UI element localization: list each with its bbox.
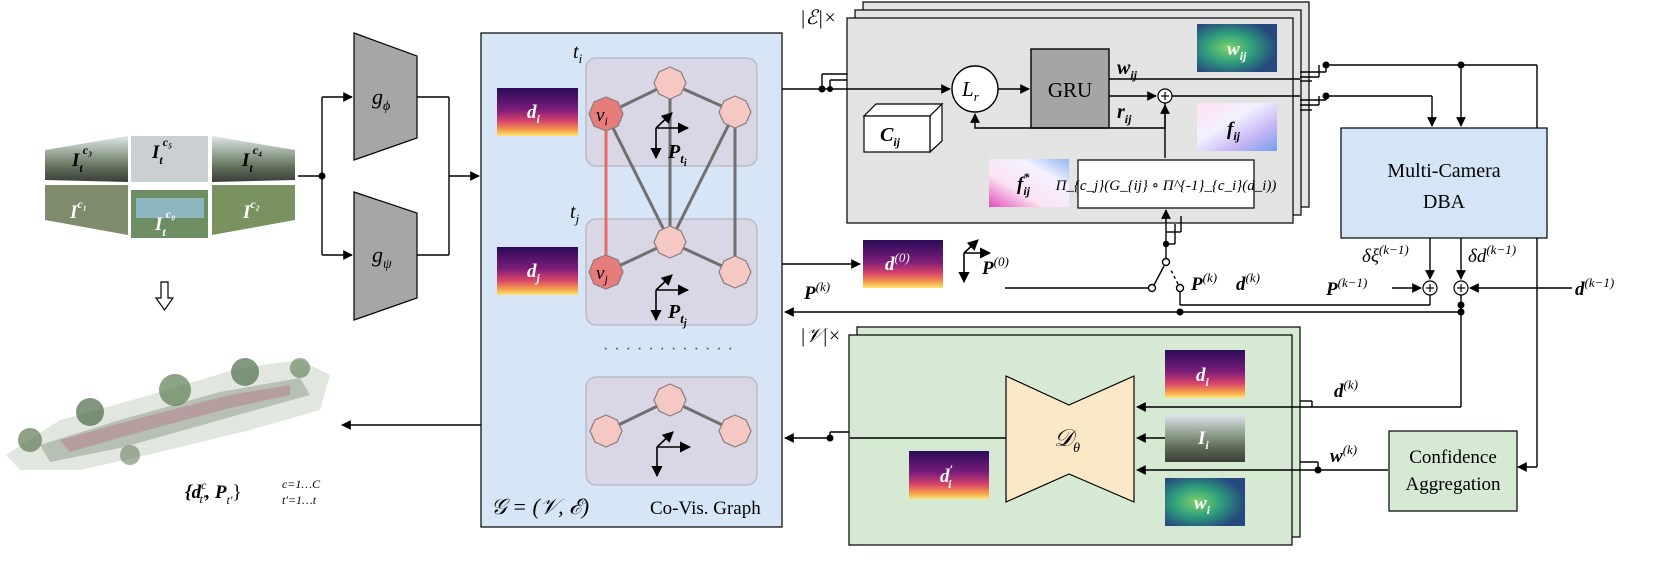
graph-node <box>718 414 752 448</box>
label-pose-t-j: Ptj <box>667 301 687 329</box>
svg-text:Aggregation: Aggregation <box>1406 474 1501 495</box>
init-switch <box>1005 209 1185 293</box>
label-w-ij-image: wij <box>1227 39 1247 63</box>
label-t-j: tj <box>570 201 580 226</box>
label-t-i: ti <box>573 41 583 66</box>
label-p-k: P(k) <box>803 279 830 304</box>
svg-text:Lr: Lr <box>961 77 980 104</box>
node-count-label: |𝒱|× <box>800 325 841 347</box>
depth-sum-node-icon <box>1453 280 1469 296</box>
graph-formula: 𝒢 = (𝒱, ℰ) <box>491 494 589 519</box>
graph-ellipsis: · · · · · · · · · · · · <box>603 341 734 358</box>
projection-box: Π_{c_j}(G_{ij} ∘ Π^{-1}_{c_i}(d_i)) <box>1055 159 1277 209</box>
flow-map-f-ij <box>1197 103 1277 151</box>
confidence-aggregation-block: Confidence Aggregation <box>1388 430 1518 512</box>
svg-text:GRU: GRU <box>1048 78 1092 102</box>
confidence-map-w-ij <box>1197 24 1277 72</box>
camera-image-c2 <box>212 185 295 235</box>
label-refine-i-i: Ii <box>1197 428 1209 452</box>
label-f-star: f*ij <box>1017 170 1031 198</box>
edge-count-label: |ℰ|× <box>800 7 837 29</box>
graph-node <box>718 95 752 129</box>
graph-node-v-i <box>588 96 624 132</box>
depth-map-d-j <box>497 247 578 295</box>
label-switch-d-k: d(k) <box>1236 270 1260 295</box>
label-delta-d: δd(k−1) <box>1468 242 1516 267</box>
label-depth-d-i: di <box>527 102 541 126</box>
output-point-cloud <box>6 358 330 470</box>
label-d-k: d(k) <box>1334 377 1358 402</box>
depth-map-refine-d-i <box>1165 350 1245 398</box>
gru-block: GRU <box>1030 48 1110 129</box>
decoder-d-theta: 𝒟θ <box>1005 375 1135 503</box>
label-p-k-minus-1: P(k−1) <box>1325 275 1367 300</box>
graph-node <box>589 414 623 448</box>
svg-text:gϕ: gϕ <box>372 84 390 114</box>
label-r-ij: rij <box>1117 101 1132 126</box>
camera-image-c3 <box>45 136 128 182</box>
svg-text:Cij: Cij <box>880 124 901 149</box>
graph-label: Co-Vis. Graph <box>650 498 761 519</box>
graph-node-v-j <box>588 254 624 290</box>
label-p-0: P(0) <box>981 254 1009 279</box>
svg-text:Confidence: Confidence <box>1409 447 1497 468</box>
label-delta-xi: δξ(k−1) <box>1362 242 1409 267</box>
label-v-j: vj <box>596 263 608 286</box>
label-d-k-minus-1: d(k−1) <box>1575 275 1614 300</box>
co-visibility-graph-panel: ti tj <box>480 32 783 528</box>
sum-node-icon <box>1157 88 1173 104</box>
camera-image-c1 <box>45 185 128 235</box>
image-refine-i-i <box>1165 414 1245 462</box>
label-f-ij: fij <box>1227 119 1241 143</box>
input-camera-images: Itc₃ Itc₅ Itc₄ Ic₁ Itc₀ Ic₂ <box>45 135 295 239</box>
svg-text:DBA: DBA <box>1423 191 1466 213</box>
graph-node <box>718 255 752 289</box>
label-pose-t-i: Pti <box>667 141 687 169</box>
encoder-g-phi: gϕ <box>353 32 418 161</box>
graph-node <box>653 66 687 100</box>
output-range-bottom: t′=1…t <box>282 493 317 507</box>
camera-image-c5 <box>131 136 208 182</box>
label-refine-d-i: di <box>1196 365 1210 389</box>
label-switch-p-k: P(k) <box>1190 270 1217 295</box>
label-w-k: w(k) <box>1330 442 1357 467</box>
hollow-down-arrow-icon <box>154 281 175 312</box>
label-w-ij: wij <box>1117 57 1138 82</box>
camera-image-c4 <box>212 136 295 182</box>
depth-map-d-0 <box>863 240 943 288</box>
label-refine-w-i: wi <box>1194 493 1211 517</box>
svg-text:Π_{c_j}(G_{ij} ∘ Π^{-1}_{c_i}(: Π_{c_j}(G_{ij} ∘ Π^{-1}_{c_i}(d_i)) <box>1055 178 1277 194</box>
frame-group-t-n <box>585 376 758 486</box>
label-v-i: vi <box>596 105 608 128</box>
depth-map-d-i <box>497 88 578 136</box>
svg-text:Multi-Camera: Multi-Camera <box>1387 160 1500 182</box>
encoder-g-psi: gψ <box>353 191 418 321</box>
lookup-operator-l-r: Lr <box>951 65 999 113</box>
flow-map-f-star <box>989 159 1069 207</box>
graph-node <box>653 225 687 259</box>
depth-map-d-prime <box>909 451 989 499</box>
graph-node <box>653 383 687 417</box>
pose-sum-node-icon <box>1422 280 1438 296</box>
label-depth-d-j: dj <box>527 261 541 285</box>
output-range-top: c=1…C <box>282 477 321 491</box>
confidence-map-refine-w-i <box>1165 478 1245 526</box>
pose-axes-icon <box>958 239 992 284</box>
correlation-volume-c-ij: Cij <box>862 102 944 154</box>
svg-text:gψ: gψ <box>372 242 392 272</box>
multi-camera-dba-block: Multi-Camera DBA <box>1340 127 1548 239</box>
label-d-prime: d′i <box>940 462 954 491</box>
label-d-0: d(0) <box>885 250 910 275</box>
